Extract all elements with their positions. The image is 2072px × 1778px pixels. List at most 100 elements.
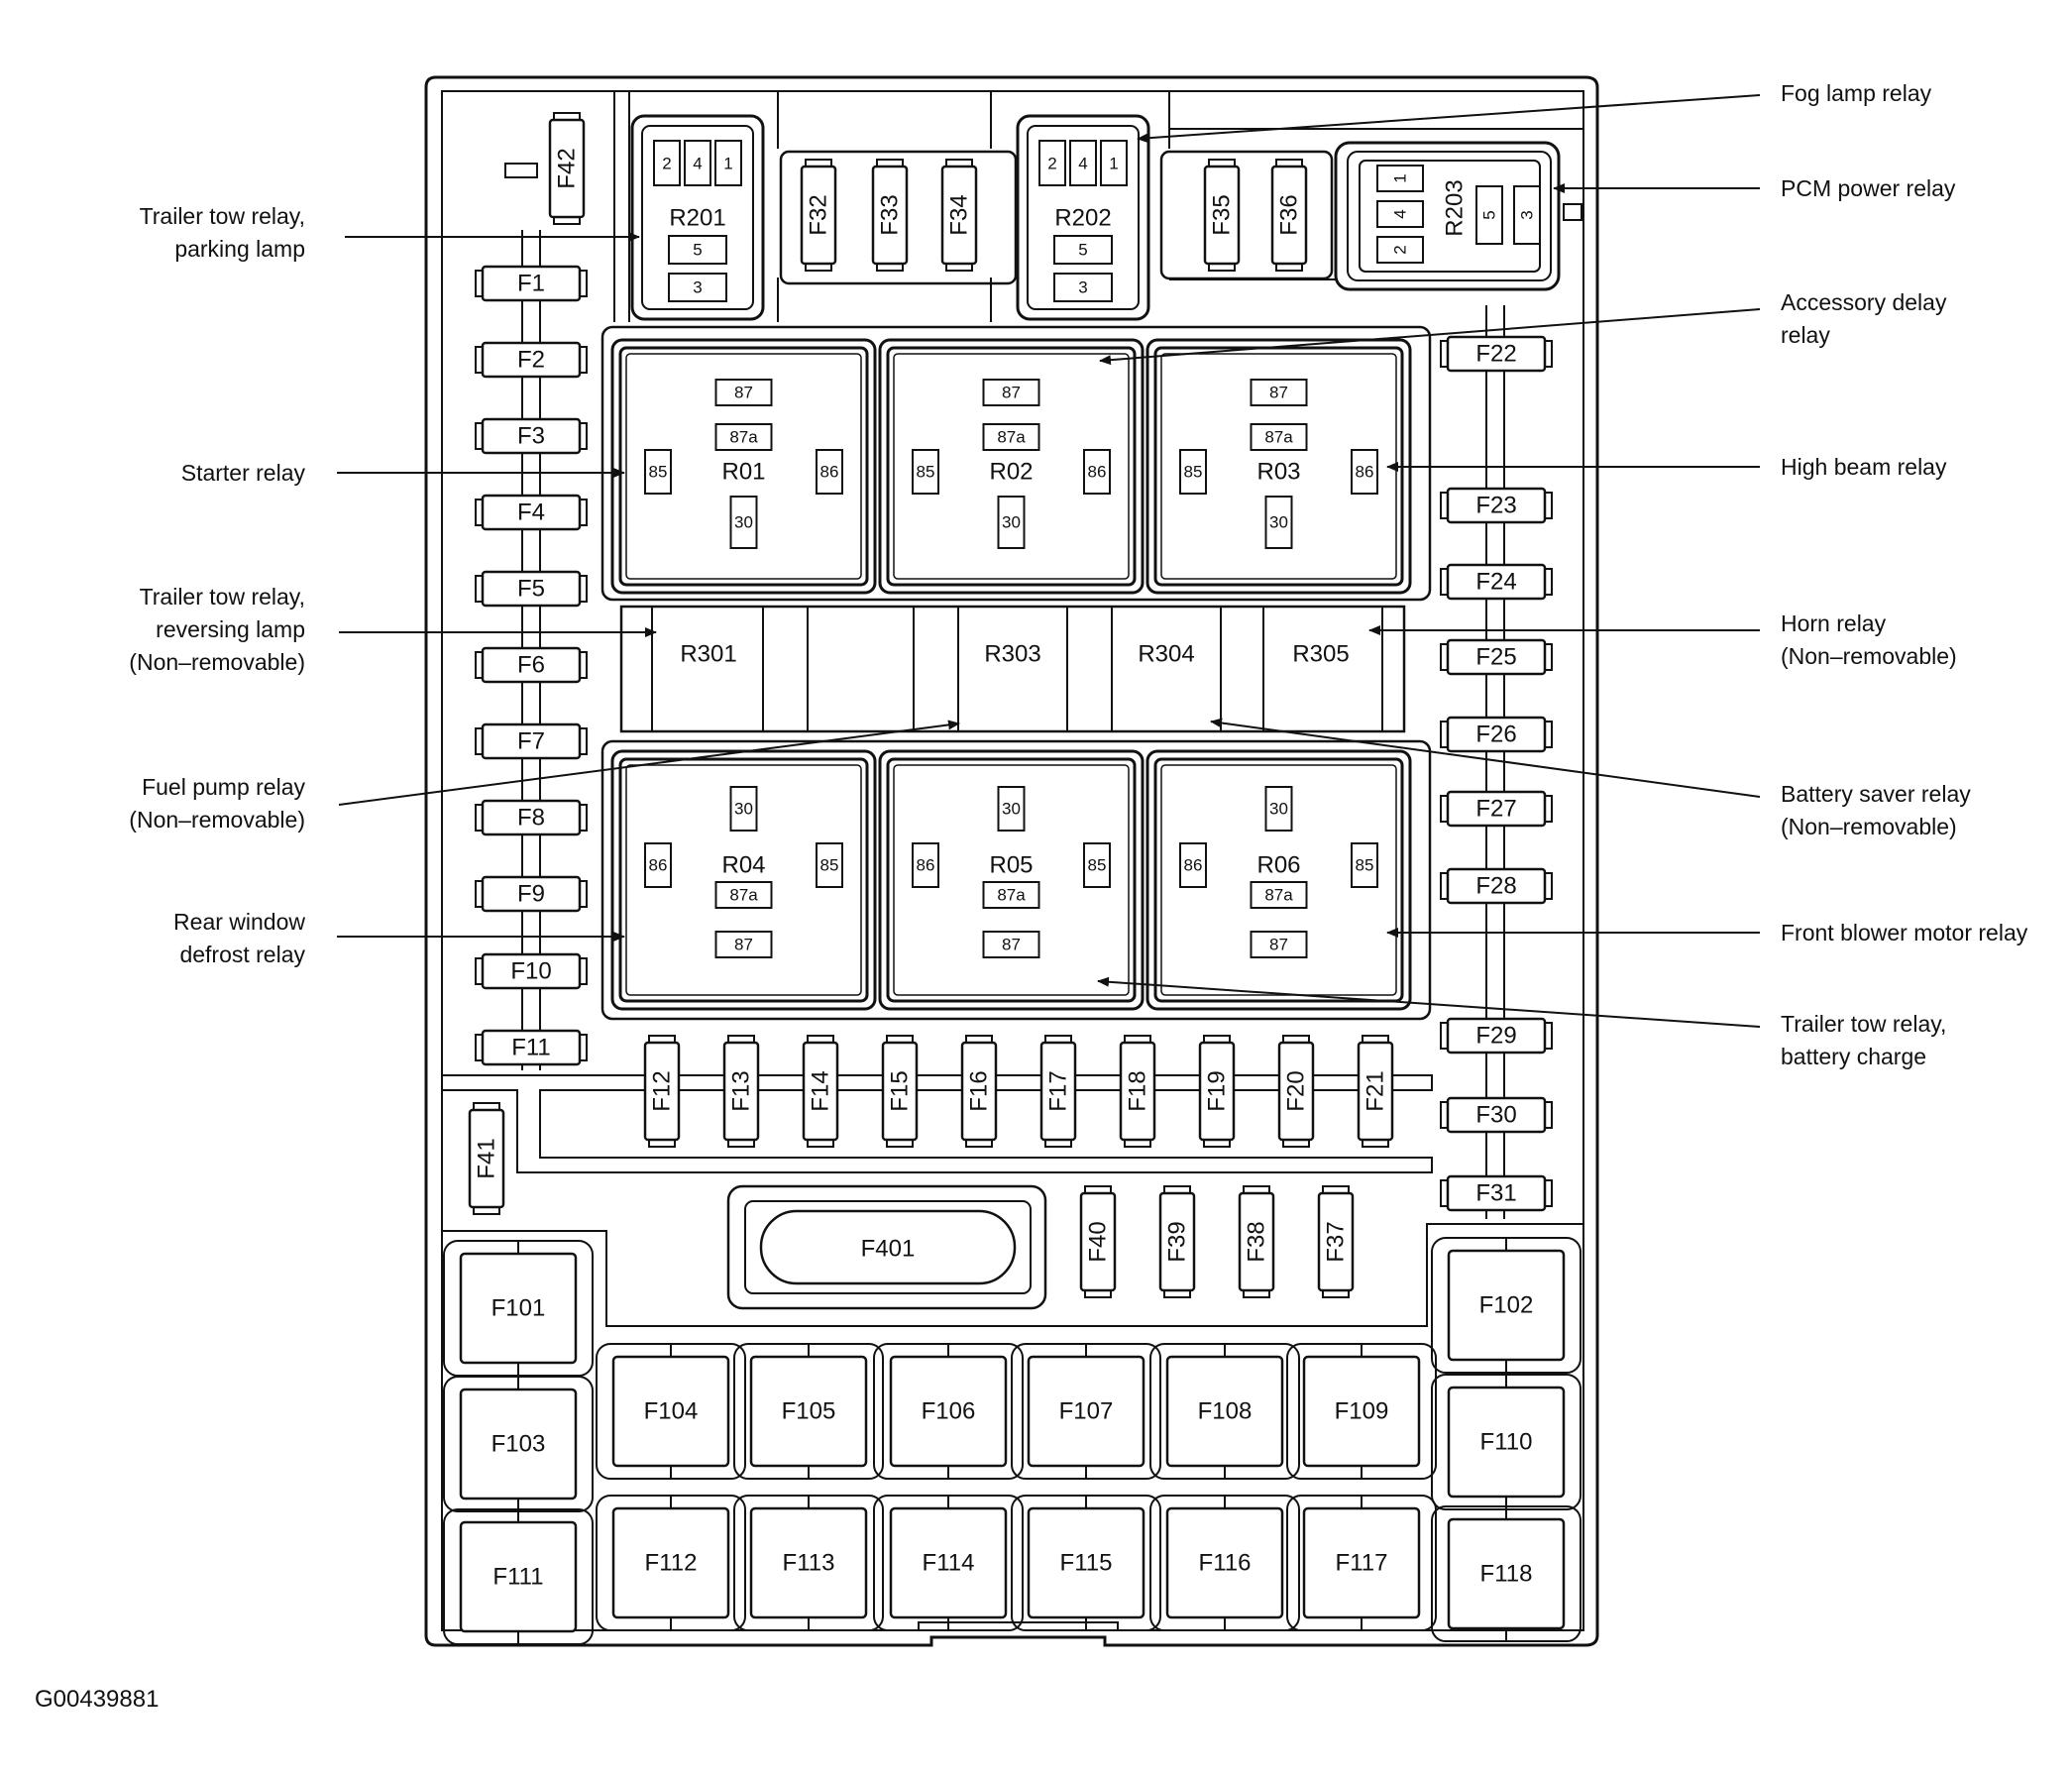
fuse-label: F15 bbox=[887, 1070, 914, 1111]
maxi-fuse-f101[interactable]: F101 bbox=[443, 1240, 594, 1377]
fuse-f9[interactable]: F9 bbox=[475, 875, 588, 913]
fuse-f4[interactable]: F4 bbox=[475, 494, 588, 531]
fuse-label: F21 bbox=[1363, 1070, 1389, 1111]
callout-arrow bbox=[338, 720, 960, 806]
fuse-f31[interactable]: F31 bbox=[1440, 1174, 1553, 1212]
relay-pin: 30 bbox=[734, 800, 753, 819]
fuse-f12[interactable]: F12 bbox=[643, 1035, 681, 1148]
fuse-f22[interactable]: F22 bbox=[1440, 335, 1553, 373]
fuse-f16[interactable]: F16 bbox=[960, 1035, 998, 1148]
fuse-f20[interactable]: F20 bbox=[1277, 1035, 1315, 1148]
fuse-label: F37 bbox=[1323, 1221, 1350, 1262]
relay-pin: 87a bbox=[997, 428, 1026, 447]
callout-arrow bbox=[1097, 976, 1761, 1028]
fuse-f17[interactable]: F17 bbox=[1039, 1035, 1077, 1148]
mega-fuse-label: F401 bbox=[861, 1236, 916, 1263]
fuse-f8[interactable]: F8 bbox=[475, 799, 588, 836]
relay-pin: 85 bbox=[1184, 463, 1203, 482]
maxi-fuse-label: F118 bbox=[1480, 1561, 1533, 1588]
maxi-fuse-f113[interactable]: F113 bbox=[733, 1495, 884, 1631]
callout-text: PCM power relay bbox=[1781, 175, 1956, 201]
maxi-fuse-f111[interactable]: F111 bbox=[443, 1508, 594, 1645]
fuse-f6[interactable]: F6 bbox=[475, 646, 588, 684]
maxi-fuse-f115[interactable]: F115 bbox=[1011, 1495, 1161, 1631]
fuse-label: F28 bbox=[1475, 873, 1516, 900]
maxi-fuse-f118[interactable]: F118 bbox=[1431, 1505, 1581, 1642]
mega-fuse-f401[interactable]: F401 bbox=[726, 1184, 1047, 1310]
fuse-f37[interactable]: F37 bbox=[1317, 1185, 1355, 1298]
fuse-f34[interactable]: F34 bbox=[940, 159, 978, 272]
fuse-f24[interactable]: F24 bbox=[1440, 563, 1553, 601]
maxi-fuse-f102[interactable]: F102 bbox=[1431, 1237, 1581, 1374]
fuse-f5[interactable]: F5 bbox=[475, 570, 588, 608]
fuse-f23[interactable]: F23 bbox=[1440, 487, 1553, 524]
maxi-fuse-f117[interactable]: F117 bbox=[1286, 1495, 1437, 1631]
maxi-fuse-f112[interactable]: F112 bbox=[596, 1495, 746, 1631]
fuse-f32[interactable]: F32 bbox=[800, 159, 837, 272]
maxi-fuse-f116[interactable]: F116 bbox=[1149, 1495, 1300, 1631]
fuse-f15[interactable]: F15 bbox=[881, 1035, 919, 1148]
fuse-f2[interactable]: F2 bbox=[475, 341, 588, 379]
fuse-f18[interactable]: F18 bbox=[1119, 1035, 1156, 1148]
fuse-f3[interactable]: F3 bbox=[475, 417, 588, 455]
fuse-f36[interactable]: F36 bbox=[1270, 159, 1308, 272]
fuse-f7[interactable]: F7 bbox=[475, 722, 588, 760]
fuse-f30[interactable]: F30 bbox=[1440, 1096, 1553, 1134]
fuse-f11[interactable]: F11 bbox=[475, 1029, 588, 1066]
relay-pin: 3 bbox=[1078, 278, 1087, 297]
fuse-label: F17 bbox=[1045, 1070, 1072, 1111]
fuse-label: F33 bbox=[877, 194, 904, 235]
maxi-fuse-label: F110 bbox=[1480, 1429, 1533, 1456]
fuse-label: F14 bbox=[808, 1070, 834, 1111]
maxi-fuse-f109[interactable]: F109 bbox=[1286, 1343, 1437, 1480]
fuse-f40[interactable]: F40 bbox=[1079, 1185, 1117, 1298]
fuse-f10[interactable]: F10 bbox=[475, 952, 588, 990]
fuse-f41[interactable]: F41 bbox=[468, 1102, 505, 1215]
relay-pin: 4 bbox=[1391, 209, 1410, 218]
fuse-f33[interactable]: F33 bbox=[871, 159, 909, 272]
maxi-fuse-f110[interactable]: F110 bbox=[1431, 1374, 1581, 1510]
fuse-f29[interactable]: F29 bbox=[1440, 1017, 1553, 1055]
maxi-fuse-f104[interactable]: F104 bbox=[596, 1343, 746, 1480]
relay-pin: 2 bbox=[662, 155, 671, 173]
maxi-fuse-f114[interactable]: F114 bbox=[873, 1495, 1024, 1631]
fuse-f19[interactable]: F19 bbox=[1198, 1035, 1236, 1148]
maxi-fuse-f108[interactable]: F108 bbox=[1149, 1343, 1300, 1480]
callout-text: Horn relay bbox=[1781, 611, 1887, 636]
fuse-f28[interactable]: F28 bbox=[1440, 867, 1553, 905]
fuse-f39[interactable]: F39 bbox=[1158, 1185, 1196, 1298]
maxi-fuse-f103[interactable]: F103 bbox=[443, 1376, 594, 1512]
relay-pin: 3 bbox=[693, 278, 702, 297]
maxi-fuse-label: F115 bbox=[1060, 1550, 1113, 1577]
fuse-f1[interactable]: F1 bbox=[475, 265, 588, 302]
callout-text: reversing lamp bbox=[156, 616, 305, 642]
fuse-f27[interactable]: F27 bbox=[1440, 790, 1553, 828]
fuse-f38[interactable]: F38 bbox=[1238, 1185, 1275, 1298]
relay-pin: 87 bbox=[1269, 384, 1288, 402]
fuse-f42[interactable]: F42 bbox=[548, 112, 586, 225]
fuse-f21[interactable]: F21 bbox=[1357, 1035, 1394, 1148]
fuse-f25[interactable]: F25 bbox=[1440, 638, 1553, 676]
relay-pin: 30 bbox=[1269, 513, 1288, 532]
relay-name: R201 bbox=[669, 205, 725, 232]
fuse-f35[interactable]: F35 bbox=[1203, 159, 1241, 272]
fuse-f14[interactable]: F14 bbox=[802, 1035, 839, 1148]
fuse-f26[interactable]: F26 bbox=[1440, 716, 1553, 753]
maxi-fuse-f107[interactable]: F107 bbox=[1011, 1343, 1161, 1480]
fuse-label: F36 bbox=[1276, 194, 1303, 235]
callout-text: Accessory delay bbox=[1781, 289, 1947, 315]
fuse-f13[interactable]: F13 bbox=[722, 1035, 760, 1148]
maxi-fuse-f106[interactable]: F106 bbox=[873, 1343, 1024, 1480]
relay-pin: 86 bbox=[820, 463, 839, 482]
maxi-fuse-f105[interactable]: F105 bbox=[733, 1343, 884, 1480]
